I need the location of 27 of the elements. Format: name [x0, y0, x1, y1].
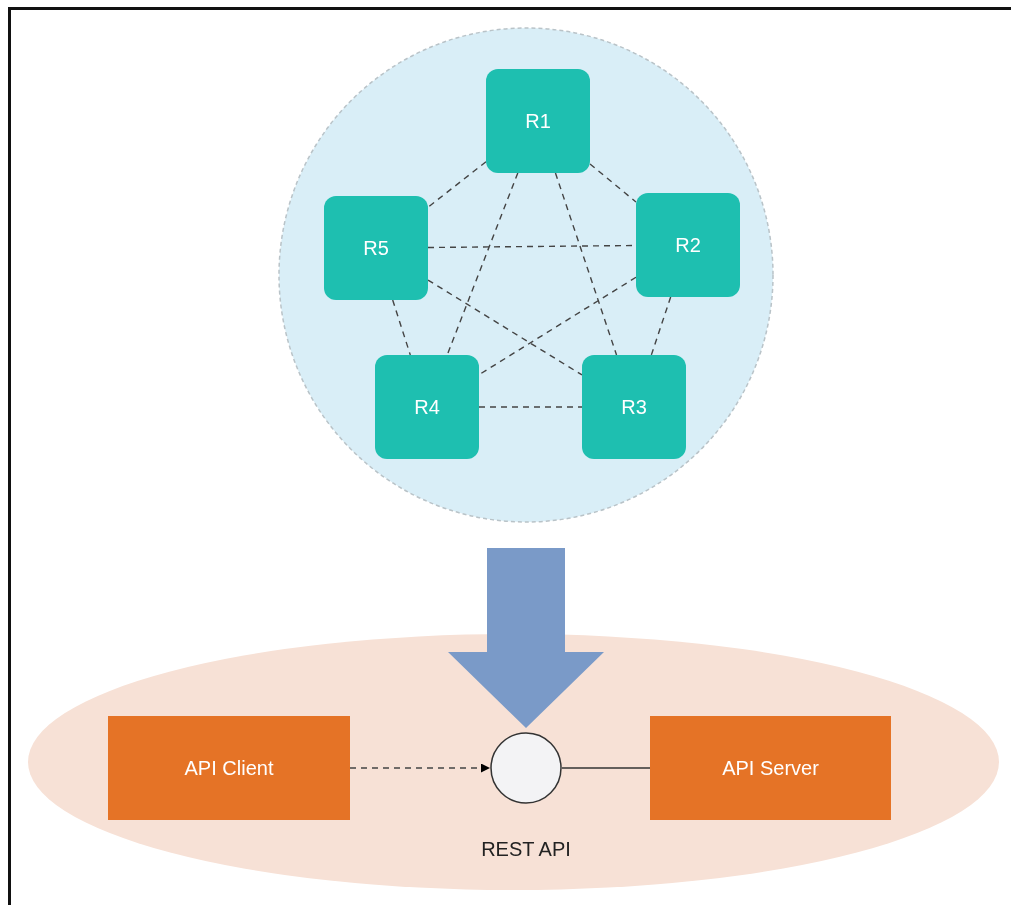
- connector-line: [650, 296, 672, 356]
- arrow: [349, 763, 491, 773]
- connector-line: [478, 276, 637, 376]
- block-arrow: [448, 548, 604, 728]
- connector-line: [478, 406, 583, 408]
- node-label: API Client: [184, 756, 274, 780]
- node-box: [582, 355, 686, 459]
- connector-line: [392, 299, 411, 356]
- node-label: R2: [675, 233, 701, 257]
- connector-line: [446, 172, 519, 356]
- connector-line: [589, 163, 637, 203]
- connector-line: [561, 767, 651, 769]
- node-label: R4: [414, 395, 440, 419]
- node-label: R3: [621, 395, 647, 419]
- connector-line: [554, 172, 618, 356]
- node-box: [636, 193, 740, 297]
- component-box: [650, 716, 891, 820]
- connector-line: [427, 161, 487, 208]
- node-box: [324, 196, 428, 300]
- node-label: R1: [525, 109, 551, 133]
- node-label: API Server: [722, 756, 819, 780]
- component-box: [108, 716, 350, 820]
- connector-line: [427, 279, 583, 376]
- node-label: R5: [363, 236, 389, 260]
- interface-label: REST API: [481, 838, 571, 861]
- node-box: [375, 355, 479, 459]
- node-box: [486, 69, 590, 173]
